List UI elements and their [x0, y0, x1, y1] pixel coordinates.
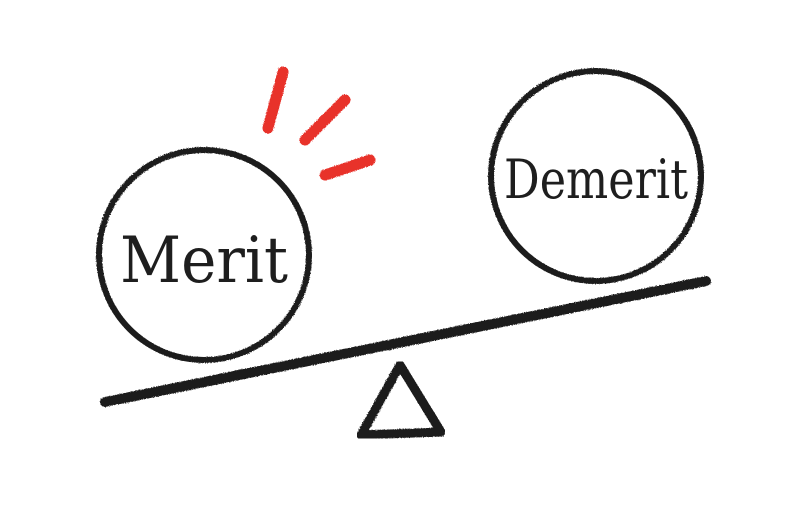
emphasis-burst-icon [262, 66, 376, 181]
seesaw-plank [100, 276, 711, 407]
emphasis-stroke-2 [299, 94, 351, 146]
demerit-ball: Demerit [488, 68, 704, 284]
demerit-label: Demerit [504, 148, 688, 211]
emphasis-stroke-1 [262, 66, 289, 134]
merit-label: Merit [120, 224, 288, 298]
triangle-fulcrum-icon [356, 360, 446, 440]
demerit-ball-outline [488, 68, 704, 284]
emphasis-stroke-3 [319, 154, 376, 181]
merit-ball: Merit [96, 147, 312, 363]
merit-ball-outline [96, 147, 312, 363]
